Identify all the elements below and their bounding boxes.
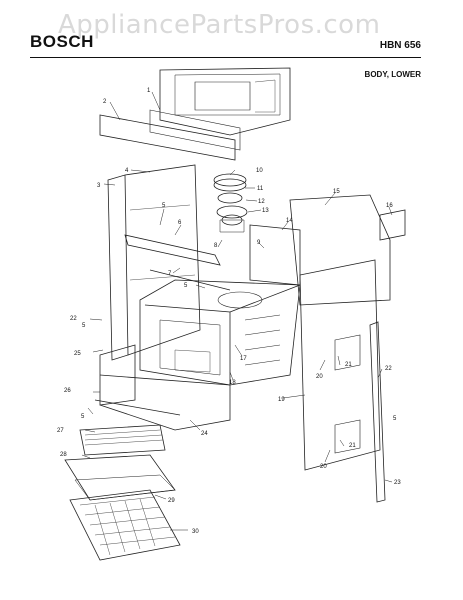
callout-18: 18 — [229, 380, 236, 386]
callout-30: 30 — [192, 529, 199, 535]
brand-logo: BOSCH — [30, 32, 94, 51]
callout-6: 6 — [178, 220, 182, 226]
callout-28: 28 — [60, 452, 67, 458]
model-number: HBN 656 — [379, 40, 421, 51]
callout-25: 25 — [74, 351, 81, 357]
callout-1: 1 — [147, 88, 151, 94]
oven-cavity-part — [139, 279, 301, 386]
callout-5-a: 5 — [162, 203, 166, 209]
callout-4: 4 — [125, 168, 129, 174]
lower-frame-part — [94, 344, 231, 431]
callout-11: 11 — [257, 186, 264, 192]
callout-5-d: 5 — [81, 414, 85, 420]
callout-20-b: 20 — [320, 464, 327, 470]
right-side-panel-part — [299, 259, 381, 471]
callout-19: 19 — [278, 397, 285, 403]
fan-motor-assembly-part — [213, 173, 248, 233]
callout-3: 3 — [97, 183, 101, 189]
callout-14: 14 — [286, 218, 293, 224]
callout-10: 10 — [256, 168, 263, 174]
callout-8: 8 — [214, 243, 218, 249]
watermark-text: AppliancePartsPros.com — [58, 10, 381, 40]
callout-16: 16 — [386, 203, 393, 209]
callout-12: 12 — [258, 199, 265, 205]
header-rule — [30, 57, 421, 58]
callout-9: 9 — [257, 240, 261, 246]
callout-22-b: 22 — [385, 366, 392, 372]
callout-21-b: 21 — [349, 443, 356, 449]
section-title: BODY, LOWER — [364, 70, 421, 79]
callout-26: 26 — [64, 388, 71, 394]
leader-lines — [81, 91, 393, 531]
callout-29: 29 — [168, 498, 175, 504]
callout-21-a: 21 — [345, 362, 352, 368]
left-side-panel-part — [107, 164, 201, 361]
upper-cabinet-part — [159, 67, 291, 136]
callout-5-b: 5 — [82, 323, 86, 329]
right-trim-strip-part — [369, 321, 386, 503]
callout-22-a: 22 — [70, 316, 77, 322]
rear-cover-part — [289, 194, 406, 306]
cross-rail-part — [124, 234, 231, 291]
callout-5-e: 5 — [393, 416, 397, 422]
oven-racks-part — [64, 424, 181, 561]
callout-24: 24 — [201, 431, 208, 437]
callout-13: 13 — [262, 208, 269, 214]
callout-15: 15 — [333, 189, 340, 195]
callout-27: 27 — [57, 428, 64, 434]
callout-17: 17 — [240, 356, 247, 362]
callout-5-c: 5 — [184, 283, 188, 289]
callout-20-a: 20 — [316, 374, 323, 380]
top-trim-part — [99, 109, 241, 161]
callout-7: 7 — [168, 271, 172, 277]
callout-23: 23 — [394, 480, 401, 486]
callout-2: 2 — [103, 99, 107, 105]
